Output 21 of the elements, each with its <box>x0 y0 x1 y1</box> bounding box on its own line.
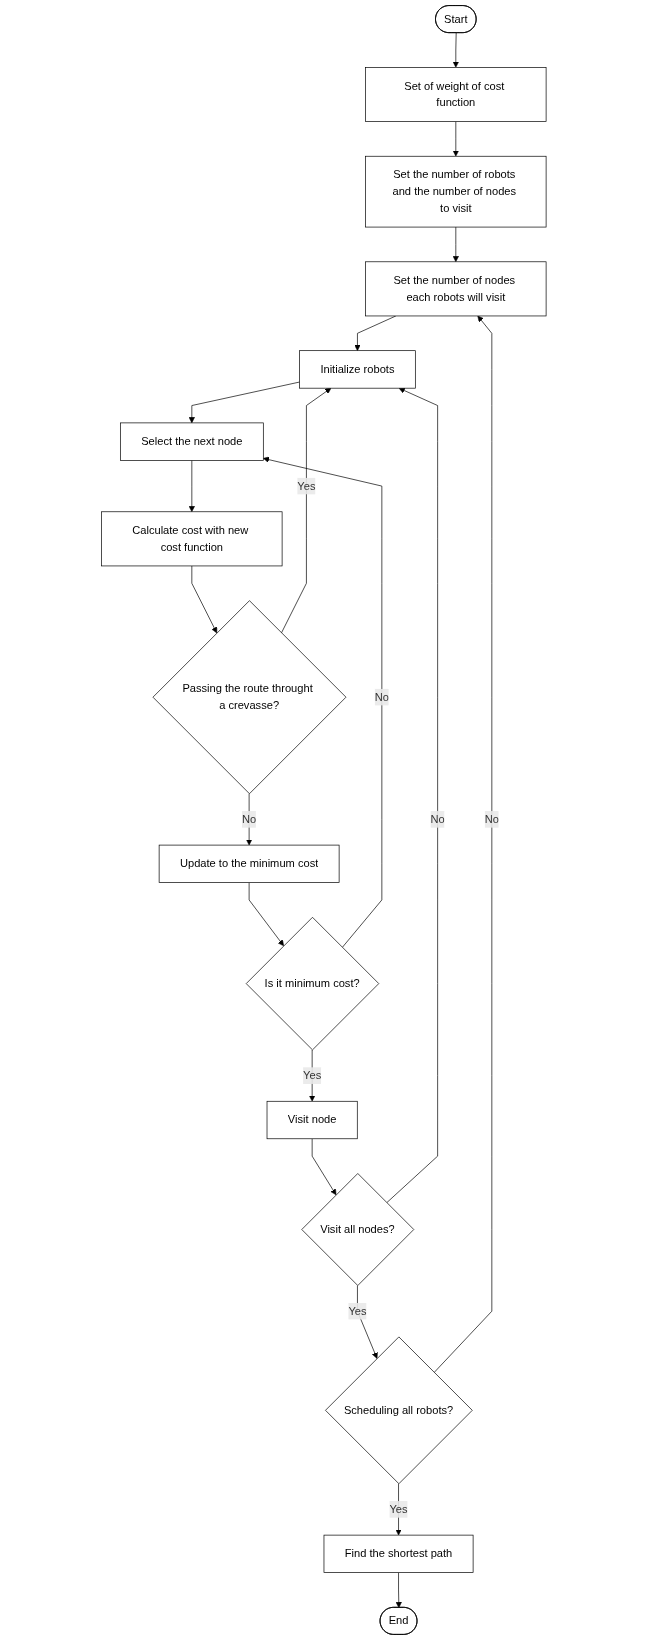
node-diamond: Passing the route throught a crevasse? <box>152 600 347 795</box>
node-box: Set of weight of cost function <box>365 67 547 122</box>
node-diamond: Visit all nodes? <box>301 1173 415 1286</box>
node-box: Initialize robots <box>299 350 416 389</box>
node-box: Update to the minimum cost <box>158 844 340 883</box>
edge-label: Yes <box>297 479 316 492</box>
edge-label: No <box>484 813 500 825</box>
edge-label: Yes <box>348 1304 367 1317</box>
node-box: Set the number of nodes each robots will visit <box>365 261 547 317</box>
edge-label: Yes <box>303 1069 322 1082</box>
node-diamond: Scheduling all robots? <box>325 1336 473 1485</box>
node-box: Find the shortest path <box>323 1534 474 1573</box>
node-box: Calculate cost with new cost function <box>101 511 283 567</box>
edge-label: Yes <box>389 1503 408 1515</box>
edge-label: No <box>242 813 257 825</box>
node-box: Visit node <box>266 1100 358 1140</box>
edge-label: No <box>374 690 390 703</box>
node-box: Select the next node <box>120 422 264 461</box>
node-box: Set the number of robots and the number of nodes to visit <box>365 155 547 228</box>
edge-label: No <box>430 813 445 825</box>
node-diamond: Is it minimum cost? <box>246 916 380 1051</box>
